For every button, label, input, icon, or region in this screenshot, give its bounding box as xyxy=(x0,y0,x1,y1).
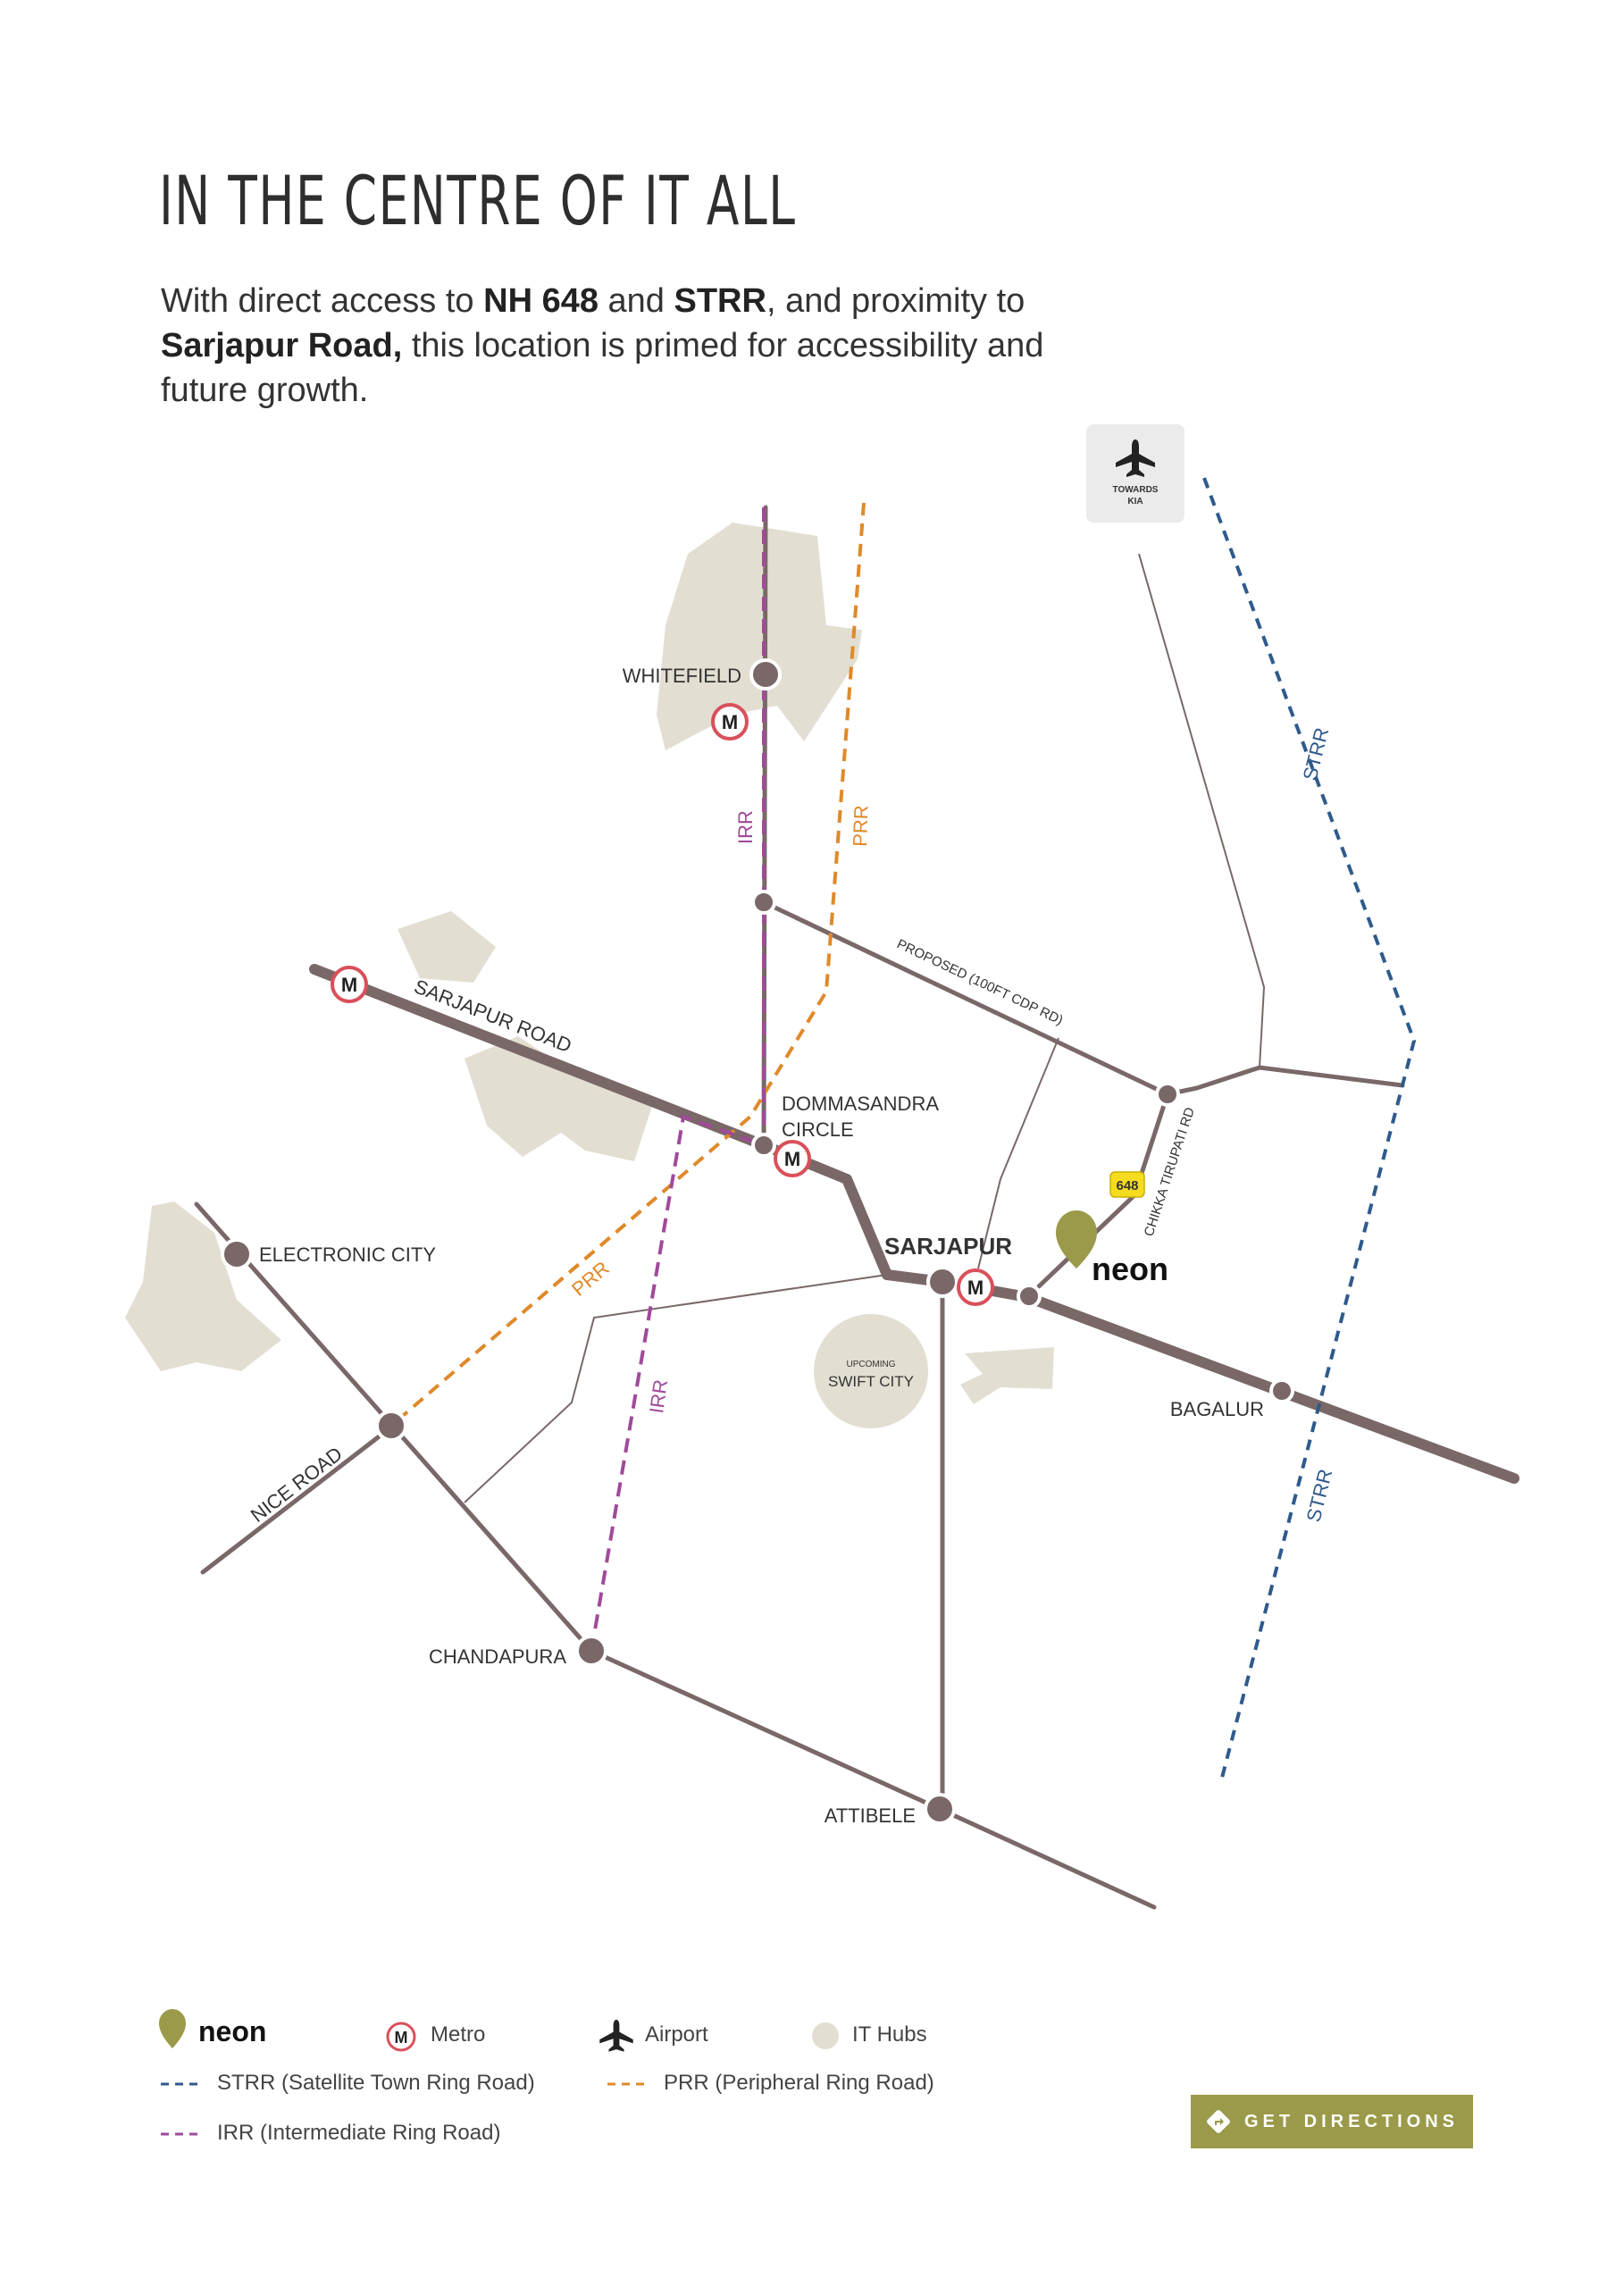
directions-icon xyxy=(1207,2110,1230,2133)
legend-brand: neon xyxy=(198,2015,267,2047)
road-chandapura-attibele xyxy=(589,1648,942,1812)
intro-part: , and proximity to xyxy=(766,282,1025,320)
road-nice xyxy=(200,1423,396,1575)
airport-label-line1: TOWARDS xyxy=(1113,485,1159,495)
legend-symbols: M xyxy=(159,2009,839,2136)
location-pin-icon xyxy=(1056,1210,1097,1268)
intro-highlight-nh: NH 648 xyxy=(483,282,599,320)
legend-prr-label: PRR (Peripheral Ring Road) xyxy=(664,2071,934,2095)
junction-attibele xyxy=(924,1793,956,1825)
road-sarjapur-west xyxy=(464,1274,888,1503)
junctions xyxy=(221,658,1294,1825)
junction-chandapura xyxy=(575,1635,607,1667)
it-hub-whitefield xyxy=(657,523,862,750)
label-irr-north: IRR xyxy=(734,810,757,844)
label-dommasandra-1: DOMMASANDRA xyxy=(782,1093,939,1115)
label-strr-south: STRR xyxy=(1302,1467,1337,1524)
label-prr-north: PRR xyxy=(849,805,873,847)
it-hub-bagalur xyxy=(960,1347,1054,1404)
label-chikka-tirupati: CHIKKA TIRUPATI RD xyxy=(1142,1105,1198,1238)
road-attibele-south xyxy=(937,1806,1157,1910)
airport-box: TOWARDS KIA xyxy=(1086,424,1185,523)
label-irr-south: IRR xyxy=(645,1378,672,1415)
airport-label-line2: KIA xyxy=(1127,497,1143,507)
nh-648-text: 648 xyxy=(1116,1178,1138,1193)
legend-metro-letter: M xyxy=(395,2029,408,2047)
road-sarjapur-north xyxy=(977,1037,1059,1269)
legend-metro-label: Metro xyxy=(431,2022,486,2047)
legend-airplane-icon xyxy=(599,2020,633,2052)
metro-letter: M xyxy=(967,1277,984,1299)
junction-dommasandra xyxy=(751,1133,776,1158)
label-swift-city-2: SWIFT CITY xyxy=(828,1373,914,1390)
legend-it-hub-icon xyxy=(812,2022,839,2049)
it-hub-areas xyxy=(125,523,1054,1428)
label-whitefield: WHITEFIELD xyxy=(623,665,741,687)
intro-highlight-sarjapur: Sarjapur Road, xyxy=(161,327,403,364)
label-sarjapur: SARJAPUR xyxy=(884,1233,1012,1260)
intro-part: With direct access to xyxy=(161,282,484,320)
legend-metro-icon: M xyxy=(386,2022,416,2052)
metro-whitefield: M xyxy=(711,703,749,741)
metro-letter: M xyxy=(341,974,357,996)
road-irr xyxy=(590,507,766,1652)
metro-sarjapur: M xyxy=(957,1268,994,1306)
metro-letter: M xyxy=(722,711,738,733)
label-swift-city-1: UPCOMING xyxy=(847,1360,896,1369)
nh-648-badge: 648 xyxy=(1109,1171,1145,1198)
junction-sarjapur xyxy=(926,1266,958,1298)
road-east xyxy=(1165,1065,1405,1097)
intro-part: and xyxy=(598,282,674,320)
legend-airport-label: Airport xyxy=(645,2022,708,2047)
intro-part: this location is primed for accessibilit… xyxy=(161,327,1044,409)
junction-bagalur xyxy=(1269,1378,1294,1403)
junction-neon xyxy=(1017,1284,1042,1309)
road-prr xyxy=(389,502,866,1427)
get-directions-button[interactable]: GET DIRECTIONS xyxy=(1191,2095,1473,2148)
label-electronic-city: ELECTRONIC CITY xyxy=(259,1243,436,1266)
legend-irr-label: IRR (Intermediate Ring Road) xyxy=(217,2121,501,2145)
label-strr-north: STRR xyxy=(1299,725,1334,783)
it-hub-sarjapur-road-2 xyxy=(465,1036,652,1161)
label-nice-road: NICE ROAD xyxy=(247,1443,347,1527)
metro-letter: M xyxy=(784,1148,800,1170)
label-dommasandra-2: CIRCLE xyxy=(782,1118,854,1141)
metro-sarjapur-road-west: M xyxy=(331,966,368,1003)
label-attibele: ATTIBELE xyxy=(825,1804,916,1827)
metro-stations: M M M M xyxy=(331,703,994,1306)
road-towards-kia xyxy=(1138,553,1266,1068)
it-hub-swift-city xyxy=(814,1314,928,1428)
junction-chikka xyxy=(1155,1082,1180,1107)
metro-dommasandra: M xyxy=(774,1140,811,1177)
intro-highlight-strr: STRR xyxy=(674,282,766,320)
legend-it-hubs-label: IT Hubs xyxy=(852,2022,927,2047)
junction-electronic-city xyxy=(221,1238,253,1270)
intro-text: With direct access to NH 648 and STRR, a… xyxy=(161,279,1108,413)
label-bagalur: BAGALUR xyxy=(1170,1398,1264,1420)
airplane-icon xyxy=(1116,440,1155,477)
road-proposed-cdp xyxy=(761,900,1170,1097)
page-title: IN THE CENTRE OF IT ALL xyxy=(159,161,797,240)
junction-cdp xyxy=(751,890,776,915)
junction-nice xyxy=(375,1410,407,1442)
junction-whitefield xyxy=(749,658,782,691)
label-chandapura: CHANDAPURA xyxy=(429,1645,566,1668)
road-strr xyxy=(1202,477,1417,1779)
it-hub-electronic-city xyxy=(125,1201,281,1371)
get-directions-label: GET DIRECTIONS xyxy=(1243,2111,1459,2131)
label-proposed-cdp: PROPOSED (100FT CDP RD) xyxy=(894,936,1065,1028)
minor-roads xyxy=(464,553,1266,1503)
legend-pin-icon xyxy=(159,2009,186,2048)
it-hub-sarjapur-road-1 xyxy=(398,911,496,983)
neon-location-marker: neon xyxy=(1056,1210,1168,1287)
label-prr-south: PRR xyxy=(567,1257,614,1301)
neon-brand-label: neon xyxy=(1092,1251,1168,1287)
place-labels: WHITEFIELD DOMMASANDRA CIRCLE ELECTRONIC… xyxy=(259,665,1264,1827)
legend-strr-label: STRR (Satellite Town Ring Road) xyxy=(217,2071,535,2095)
